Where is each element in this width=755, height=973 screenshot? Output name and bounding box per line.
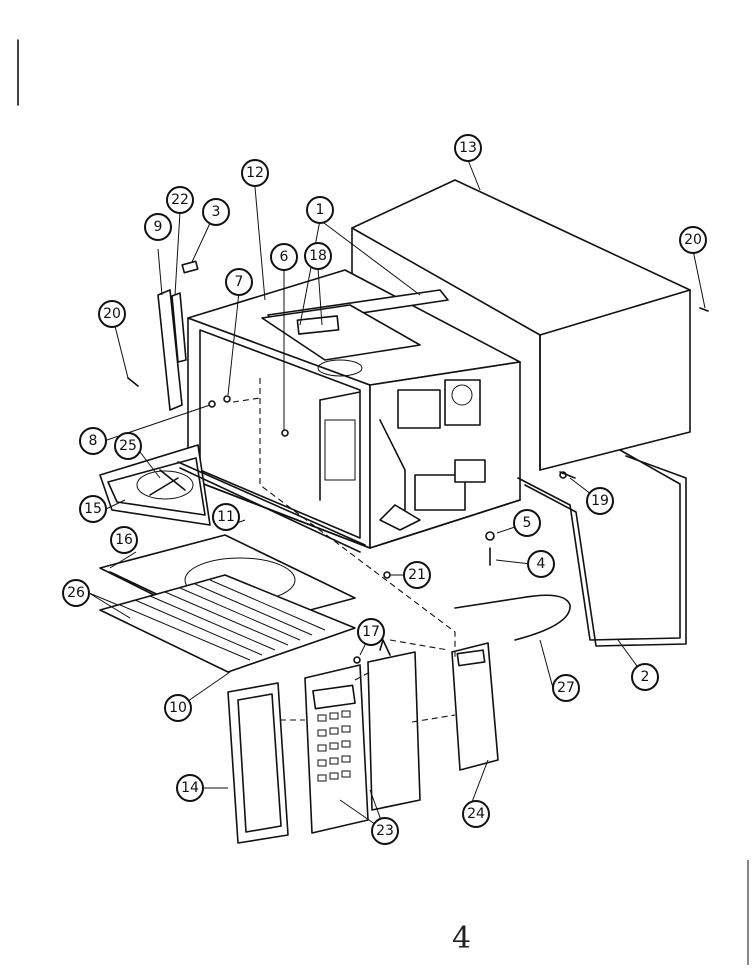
callout-17: 17 [357, 618, 385, 646]
svg-text:12: 12 [246, 165, 264, 181]
svg-text:21: 21 [408, 567, 426, 583]
svg-text:13: 13 [459, 140, 477, 156]
svg-text:18: 18 [309, 248, 327, 264]
callout-5: 5 [513, 509, 541, 537]
svg-text:23: 23 [376, 823, 394, 839]
control-panel [304, 639, 421, 834]
callout-15: 15 [79, 495, 107, 523]
svg-text:5: 5 [523, 515, 532, 531]
control-cover [451, 642, 499, 771]
callout-21: 21 [403, 561, 431, 589]
door-panel [99, 574, 356, 673]
svg-text:8: 8 [89, 433, 98, 449]
outer-cabinet [351, 179, 691, 471]
stirrer-assembly [99, 444, 211, 526]
callout-20-right: 20 [679, 226, 707, 254]
callout-14: 14 [176, 774, 204, 802]
svg-text:20: 20 [103, 306, 121, 322]
svg-text:17: 17 [362, 624, 380, 640]
svg-text:27: 27 [557, 680, 575, 696]
outer-door [227, 682, 289, 844]
callout-6: 6 [270, 243, 298, 271]
callout-9: 9 [144, 213, 172, 241]
svg-text:9: 9 [154, 219, 163, 235]
oven-body [187, 269, 521, 549]
callout-11: 11 [212, 503, 240, 531]
callout-7: 7 [225, 268, 253, 296]
callout-10: 10 [164, 694, 192, 722]
callout-23: 23 [371, 817, 399, 845]
svg-text:14: 14 [181, 780, 199, 796]
svg-text:2: 2 [641, 669, 650, 685]
svg-text:24: 24 [467, 806, 485, 822]
callout-18: 18 [304, 242, 332, 270]
power-cord [517, 449, 681, 641]
callout-3: 3 [202, 198, 230, 226]
hinge-bar [157, 260, 199, 411]
svg-text:7: 7 [235, 274, 244, 290]
callout-22: 22 [166, 186, 194, 214]
callout-2: 2 [631, 663, 659, 691]
callout-20-left: 20 [98, 300, 126, 328]
svg-text:22: 22 [171, 192, 189, 208]
callout-25: 25 [114, 432, 142, 460]
svg-text:1: 1 [316, 202, 325, 218]
callout-19: 19 [586, 487, 614, 515]
svg-text:19: 19 [591, 493, 609, 509]
sensor-wire [454, 594, 571, 641]
callout-16: 16 [110, 526, 138, 554]
callout-1: 1 [306, 196, 334, 224]
svg-text:6: 6 [280, 249, 289, 265]
callout-13: 13 [454, 134, 482, 162]
svg-text:26: 26 [67, 585, 85, 601]
svg-text:20: 20 [684, 232, 702, 248]
page-number: 4 [452, 921, 471, 956]
svg-text:25: 25 [119, 438, 137, 454]
assembly-guides [232, 378, 456, 723]
svg-text:16: 16 [115, 532, 133, 548]
svg-text:10: 10 [169, 700, 187, 716]
callout-24: 24 [462, 800, 490, 828]
svg-text:4: 4 [537, 556, 546, 572]
callout-12: 12 [241, 159, 269, 187]
callout-26: 26 [62, 579, 90, 607]
svg-text:11: 11 [217, 509, 235, 525]
svg-text:15: 15 [84, 501, 102, 517]
callout-27: 27 [552, 674, 580, 702]
screws [127, 307, 709, 664]
svg-text:3: 3 [212, 204, 221, 220]
callout-8: 8 [79, 427, 107, 455]
callout-4: 4 [527, 550, 555, 578]
